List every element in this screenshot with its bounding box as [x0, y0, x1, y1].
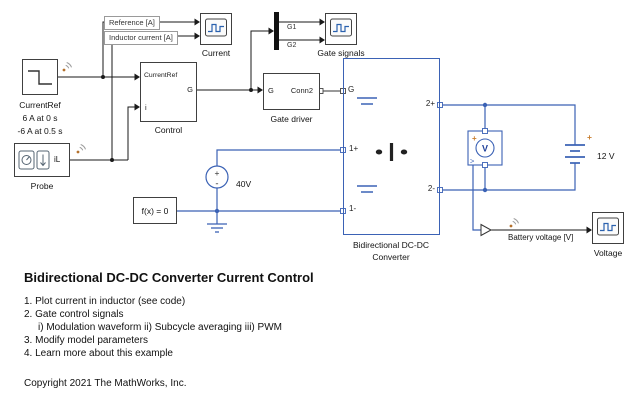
signal-label-g1[interactable]: G1: [287, 24, 297, 31]
description-item-4[interactable]: 4. Learn more about this example: [24, 348, 173, 359]
signal-label-battery-voltage[interactable]: Battery voltage [V]: [508, 233, 574, 242]
voltmeter-block[interactable]: V + >: [467, 128, 503, 168]
converter-port-g: G: [348, 85, 355, 94]
dc-voltage-source-block[interactable]: + -: [205, 165, 229, 190]
currentref-annotation-2: -6 A at 0.5 s: [17, 126, 63, 136]
demux-bar[interactable]: [274, 12, 279, 50]
scope-icon: [205, 18, 227, 37]
signal-label-reference[interactable]: Reference [A]: [104, 16, 160, 30]
ps-simulink-converter-icon[interactable]: [480, 223, 493, 237]
step-icon: [28, 70, 52, 85]
ground-icon: [207, 223, 227, 233]
converter-port-2minus: 2-: [427, 184, 435, 193]
current-scope-block[interactable]: [200, 13, 232, 45]
currentref-label: CurrentRef: [19, 100, 61, 110]
gate-driver-label: Gate driver: [270, 114, 313, 124]
gate-driver-block[interactable]: G Conn2: [263, 73, 320, 110]
solver-configuration-block[interactable]: f(x) = 0: [133, 197, 177, 224]
control-outport-g: G: [187, 85, 193, 94]
voltmeter-output-port: >: [470, 157, 475, 166]
currentref-source-block[interactable]: [22, 59, 58, 95]
scope-icon: [330, 18, 352, 37]
wireless-icon: [62, 62, 72, 72]
converter-label-line1: Bidirectional DC-DC: [352, 240, 430, 250]
description-item-2[interactable]: 2. Gate control signals: [24, 309, 124, 320]
capacitor-icons: [357, 97, 377, 193]
probe-signal-name: iL: [54, 155, 61, 164]
converter-port-1plus: 1+: [349, 144, 359, 153]
control-inport-currentref: CurrentRef: [144, 72, 178, 79]
source-plus-sign: +: [215, 168, 220, 178]
source-value-label: 40V: [236, 179, 252, 189]
gate-signals-scope-block[interactable]: [325, 13, 357, 45]
description-item-3[interactable]: 3. Modify model parameters: [24, 335, 148, 346]
description-title: Bidirectional DC-DC Converter Current Co…: [24, 270, 314, 285]
probe-block[interactable]: iL: [14, 143, 70, 177]
description-item-2a: i) Modulation waveform ii) Subcycle aver…: [38, 322, 282, 333]
voltage-scope-block[interactable]: [592, 212, 624, 244]
copyright-text: Copyright 2021 The MathWorks, Inc.: [24, 378, 187, 389]
signal-label-g2[interactable]: G2: [287, 42, 297, 49]
wireless-icon: [76, 144, 86, 154]
gate-driver-inport-g: G: [268, 86, 274, 95]
junction-dots: [101, 75, 488, 214]
voltage-scope-label: Voltage: [593, 248, 623, 258]
gate-driver-conn2-port: Conn2: [290, 86, 313, 95]
battery-value-label: 12 V: [597, 151, 615, 161]
control-label: Control: [154, 125, 183, 135]
converter-port-2plus: 2+: [425, 99, 435, 108]
currentref-annotation-1: 6 A at 0 s: [22, 113, 58, 123]
wireless-icon: [509, 218, 519, 228]
signal-label-inductor-current[interactable]: Inductor current [A]: [104, 31, 178, 45]
converter-label-line2: Converter: [372, 252, 410, 262]
gauge-icon: [18, 150, 50, 170]
solver-text: f(x) = 0: [141, 205, 169, 216]
probe-label: Probe: [30, 181, 54, 191]
converter-block[interactable]: G 2+ 1+ 2- 1-: [343, 58, 440, 235]
converter-port-1minus: 1-: [349, 204, 357, 213]
battery-icon[interactable]: [565, 144, 585, 164]
voltmeter-plus-sign: +: [472, 134, 477, 143]
control-subsystem-block[interactable]: CurrentRef G i: [140, 62, 197, 122]
switch-icon: [375, 143, 408, 161]
voltmeter-symbol: V: [482, 144, 488, 154]
signal-arrowheads: [134, 18, 592, 234]
gate-signals-scope-label: Gate signals: [317, 48, 365, 58]
source-minus-sign: -: [215, 179, 218, 190]
current-scope-label: Current: [201, 48, 231, 58]
description-item-1[interactable]: 1. Plot current in inductor (see code): [24, 296, 186, 307]
battery-plus-sign: +: [587, 132, 592, 142]
scope-icon: [597, 217, 619, 236]
control-inport-i: i: [145, 103, 147, 112]
